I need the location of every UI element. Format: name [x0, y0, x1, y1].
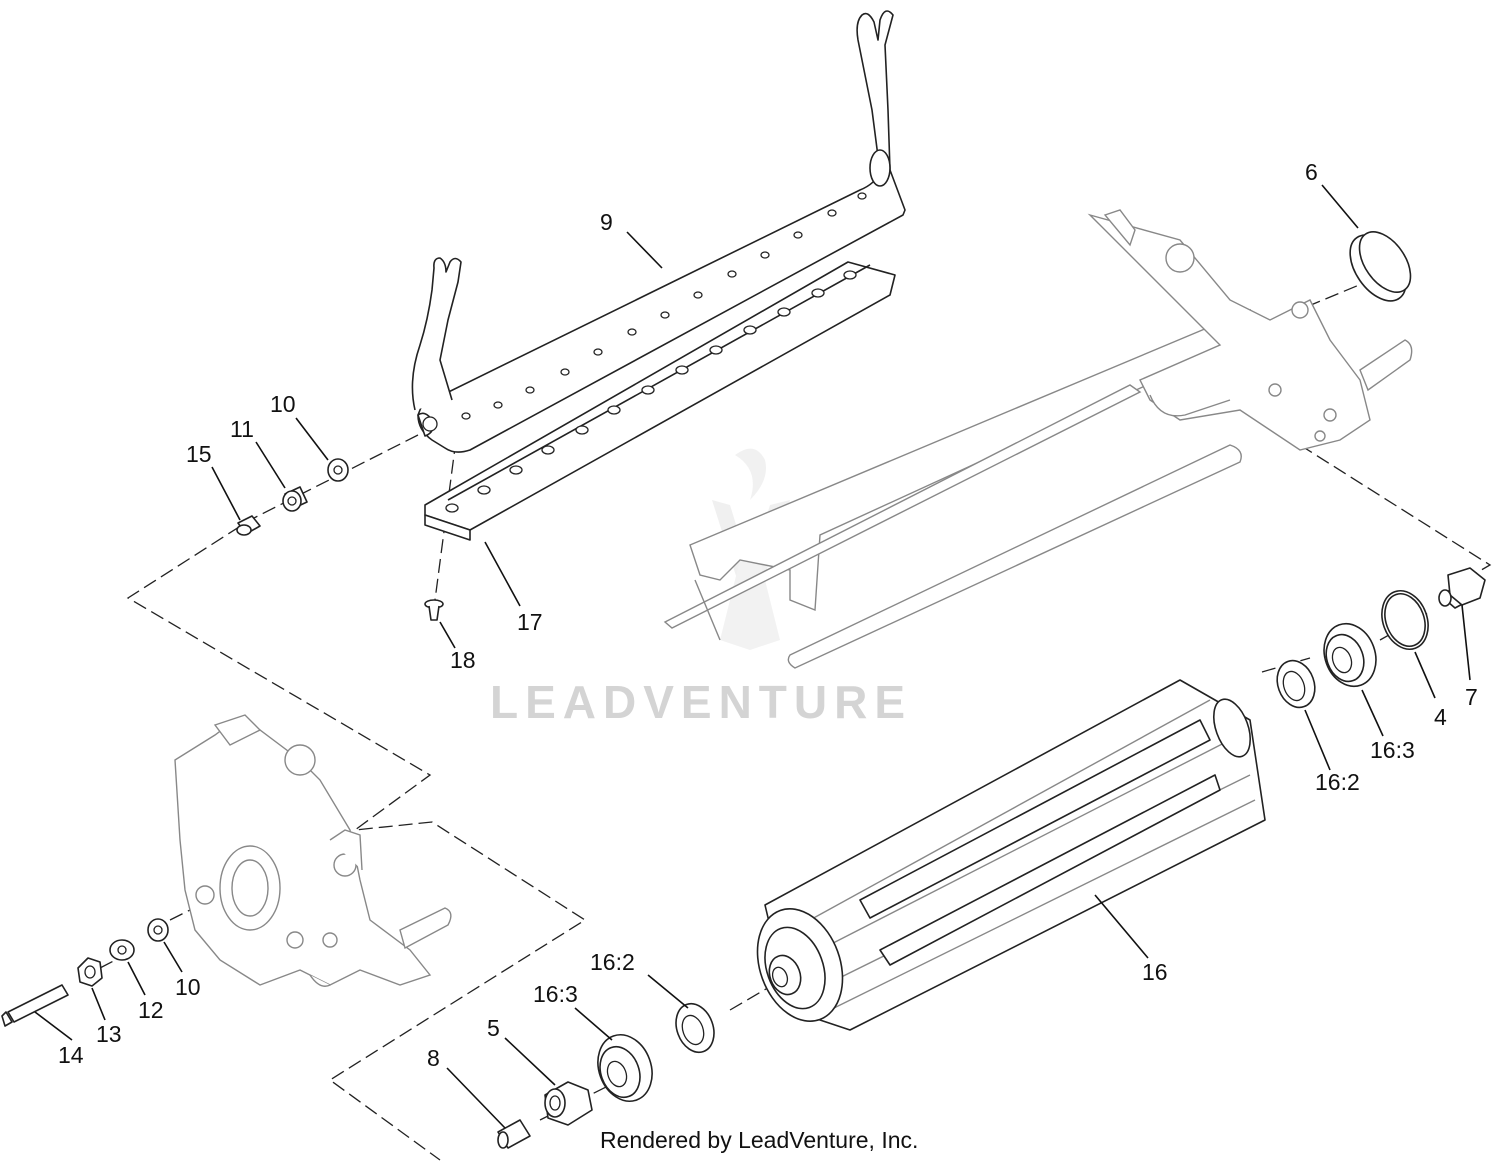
- reel-end-cap[interactable]: [1339, 223, 1421, 311]
- callout-8: 8: [427, 1045, 440, 1071]
- callout-16-2-right: 16:2: [1315, 769, 1360, 795]
- callout-10-top: 10: [270, 391, 296, 417]
- callout-13: 13: [96, 1021, 122, 1047]
- nut-5[interactable]: [544, 1081, 593, 1126]
- callout-14: 14: [58, 1042, 84, 1068]
- nut-13[interactable]: [77, 957, 103, 987]
- callout-17: 17: [517, 609, 543, 635]
- washer-10-bottom[interactable]: [147, 918, 169, 942]
- callout-7: 7: [1465, 684, 1478, 710]
- bracket-adjustment-holes: [461, 192, 867, 420]
- bedknife-holes: [445, 270, 857, 513]
- callout-16-2-left: 16:2: [590, 949, 635, 975]
- callout-11: 11: [230, 416, 254, 442]
- seal-16-2-right[interactable]: [1271, 655, 1321, 712]
- adapter-8[interactable]: [497, 1119, 531, 1149]
- roller-bracket[interactable]: [411, 10, 906, 453]
- washer-10-top[interactable]: [327, 458, 349, 482]
- bedknife-screw[interactable]: [424, 599, 444, 621]
- o-ring-4-inner: [1384, 593, 1426, 647]
- rendered-by-footer: Rendered by LeadVenture, Inc.: [600, 1127, 918, 1153]
- callout-9: 9: [600, 209, 613, 235]
- callout-12: 12: [138, 997, 164, 1023]
- reel-frame: [663, 209, 1413, 669]
- side-plate-housing: [174, 714, 452, 987]
- bedknife-bar[interactable]: [424, 261, 896, 541]
- reel-shaft-fitting[interactable]: [1438, 567, 1486, 609]
- callout-16-3-right: 16:3: [1370, 737, 1415, 763]
- bushing-15[interactable]: [236, 515, 261, 536]
- callout-18: 18: [450, 647, 476, 673]
- callout-10-bottom: 10: [175, 974, 201, 1000]
- bearing-16-3-right[interactable]: [1316, 616, 1385, 693]
- bushing-11[interactable]: [282, 486, 308, 512]
- callout-5: 5: [487, 1015, 500, 1041]
- callout-leader-lines: [34, 184, 1471, 1129]
- callout-6: 6: [1305, 159, 1318, 185]
- cutting-reel[interactable]: [743, 679, 1266, 1033]
- callout-15: 15: [186, 441, 212, 467]
- callout-16-3-left: 16:3: [533, 981, 578, 1007]
- seal-16-2-left[interactable]: [670, 998, 721, 1057]
- callout-labels: 9 6 10 11 15 17 18 7 4 16:3 16:2 16 10 1…: [58, 159, 1478, 1071]
- watermark-text: LEADVENTURE: [490, 676, 912, 728]
- shaft-14[interactable]: [1, 984, 69, 1027]
- callout-16: 16: [1142, 959, 1168, 985]
- bearing-16-3-left[interactable]: [589, 1027, 661, 1109]
- callout-4: 4: [1434, 704, 1447, 730]
- washer-12[interactable]: [109, 939, 135, 961]
